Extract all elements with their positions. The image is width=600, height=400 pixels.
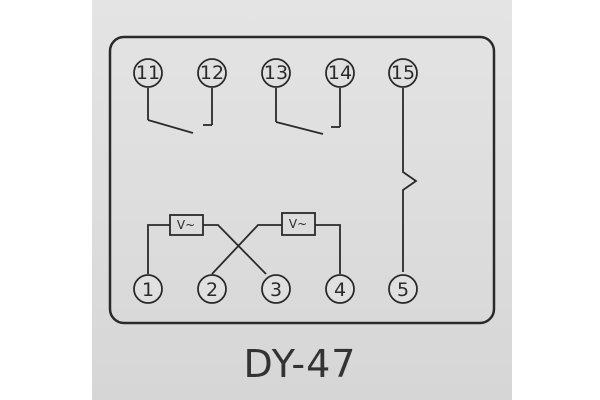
terminals-top: 11 12 13 14 15: [133, 58, 418, 88]
wire-1: [147, 224, 170, 274]
coil-1: [147, 214, 267, 275]
device-outline: [108, 35, 496, 325]
wire-15-5: [402, 88, 418, 272]
terminal-14-label: 14: [328, 62, 352, 84]
wire-4: [315, 224, 341, 274]
terminal-11-label: 11: [136, 62, 160, 84]
terminals-bottom: 1 2 3 4 5: [133, 274, 418, 304]
terminal-15: [388, 58, 418, 88]
switch-blade-11-12: [147, 119, 194, 134]
terminal-2: [197, 274, 227, 304]
model-name: DY-47: [243, 342, 357, 386]
paper-panel: [92, 0, 512, 400]
terminal-4: [325, 274, 355, 304]
contact-13-14: [275, 88, 341, 135]
terminal-5: [388, 274, 418, 304]
terminal-13: [261, 58, 291, 88]
terminal-13-label: 13: [264, 62, 288, 84]
coil-2-label: V~: [289, 217, 307, 231]
terminal-3-label: 3: [270, 279, 282, 301]
terminal-12: [197, 58, 227, 88]
switch-blade-13-14: [275, 121, 324, 135]
terminal-12-label: 12: [200, 62, 224, 84]
terminal-3: [261, 274, 291, 304]
paper-margin-right: [512, 0, 600, 400]
terminal-1-label: 1: [142, 279, 154, 301]
terminal-1: [133, 274, 163, 304]
terminal-4-label: 4: [334, 279, 346, 301]
terminal-15-label: 15: [391, 62, 415, 84]
contact-11-12: [147, 88, 213, 134]
coil-2-box: [281, 212, 316, 236]
terminal-2-label: 2: [206, 279, 218, 301]
paper-margin-left: [0, 0, 92, 400]
wire-2-to-coil2: [211, 224, 282, 275]
coil-2: [211, 212, 341, 275]
terminal-14: [325, 58, 355, 88]
terminal-11: [133, 58, 163, 88]
coil-1-label: V~: [177, 218, 195, 232]
wire-coil1-to-3: [203, 224, 267, 275]
terminal-5-label: 5: [397, 279, 409, 301]
